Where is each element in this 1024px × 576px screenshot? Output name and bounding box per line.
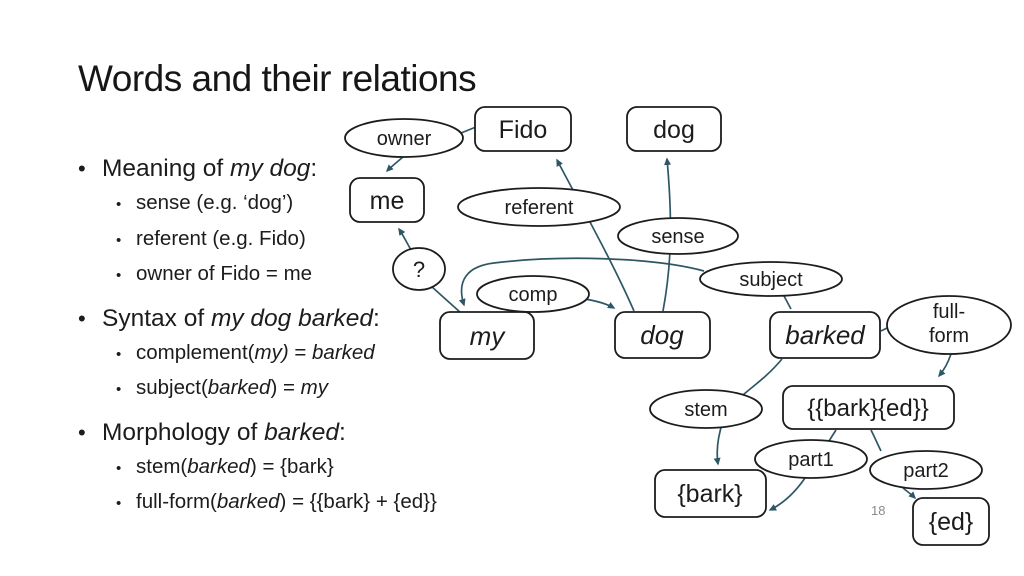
edge-part2-to-ed-arrow bbox=[902, 487, 917, 500]
node-ed: {ed} bbox=[912, 497, 990, 546]
svg-text:{{bark}{ed}}: {{bark}{ed}} bbox=[807, 395, 928, 422]
node-barked: barked bbox=[769, 311, 881, 359]
bullet-line: •stem(barked) = {bark} bbox=[78, 450, 538, 486]
bullet-line: •complement(my) = barked bbox=[78, 336, 538, 372]
bullet-icon: • bbox=[78, 305, 86, 331]
svg-text:{ed}: {ed} bbox=[929, 508, 974, 536]
bullet-line: •full-form(barked) = {{bark} + {ed}} bbox=[78, 485, 538, 521]
bullet-line: •Morphology of barked: bbox=[78, 416, 538, 450]
svg-text:{bark}: {bark} bbox=[677, 480, 742, 508]
bullet-line: •Meaning of my dog: bbox=[78, 152, 538, 186]
bullet-line: •subject(barked) = my bbox=[78, 371, 538, 407]
node-dog-word: dog bbox=[614, 311, 711, 359]
svg-text:part1: part1 bbox=[788, 449, 834, 471]
svg-text:dog: dog bbox=[653, 116, 695, 144]
node-my: my bbox=[439, 311, 535, 360]
edge-fido-owner bbox=[460, 126, 477, 134]
edge-fullform-to-barkedfull-arrow bbox=[938, 353, 952, 378]
edge-subject-barked bbox=[783, 295, 792, 310]
svg-text:form: form bbox=[929, 325, 969, 347]
bullet-icon: • bbox=[78, 156, 86, 181]
svg-text:part2: part2 bbox=[903, 460, 949, 482]
bullet-icon: • bbox=[78, 419, 86, 445]
bullet-line: •referent (e.g. Fido) bbox=[78, 222, 538, 258]
svg-text:?: ? bbox=[413, 257, 425, 282]
svg-text:subject: subject bbox=[739, 269, 803, 291]
relation-referent: referent bbox=[457, 187, 621, 227]
node-fido: Fido bbox=[474, 106, 572, 152]
node-barked-fullform: {{bark}{ed}} bbox=[782, 385, 955, 430]
relation-unknown: ? bbox=[392, 247, 446, 291]
edge-barked-fullform bbox=[880, 327, 888, 332]
node-me: me bbox=[349, 177, 425, 223]
svg-text:me: me bbox=[370, 187, 405, 215]
edge-unknown-to-me-arrow bbox=[398, 227, 412, 251]
node-dog-concept: dog bbox=[626, 106, 722, 152]
relation-owner: owner bbox=[344, 118, 464, 158]
svg-text:barked: barked bbox=[785, 320, 866, 350]
bullet-list: •Meaning of my dog:•sense (e.g. ‘dog’)•r… bbox=[78, 152, 538, 521]
svg-text:comp: comp bbox=[509, 284, 558, 306]
edge-comp-to-dog-arrow bbox=[584, 298, 616, 309]
edge-barkedfull-part2 bbox=[870, 429, 882, 452]
svg-text:referent: referent bbox=[505, 197, 574, 219]
bullet-line: •Syntax of my dog barked: bbox=[78, 302, 538, 336]
relation-part1: part1 bbox=[754, 439, 868, 479]
edge-barkedfull-part1 bbox=[828, 429, 837, 442]
svg-text:dog: dog bbox=[640, 320, 684, 350]
svg-text:full-: full- bbox=[933, 301, 965, 323]
edge-subject-to-my-arrow bbox=[458, 257, 705, 307]
svg-text:sense: sense bbox=[651, 226, 704, 248]
page-number: 18 bbox=[871, 503, 886, 518]
slide-title: Words and their relations bbox=[78, 58, 477, 99]
svg-text:owner: owner bbox=[377, 128, 432, 150]
relation-full-form: full- form bbox=[886, 295, 1012, 355]
bullet-icon: • bbox=[116, 231, 122, 249]
relation-comp: comp bbox=[476, 275, 590, 313]
bullet-icon: • bbox=[116, 459, 122, 477]
edge-part1-to-bark-arrow bbox=[768, 477, 806, 511]
bullet-icon: • bbox=[116, 381, 122, 398]
node-bark: {bark} bbox=[654, 469, 767, 518]
edge-referent-to-fido-arrow bbox=[556, 158, 635, 312]
edge-unknown-my bbox=[430, 285, 462, 314]
relation-stem: stem bbox=[649, 389, 763, 429]
svg-text:my: my bbox=[470, 321, 507, 351]
relation-sense: sense bbox=[617, 217, 739, 255]
bullet-icon: • bbox=[116, 345, 122, 363]
relation-subject: subject bbox=[699, 261, 843, 297]
bullet-line: •owner of Fido = me bbox=[78, 257, 538, 293]
svg-text:stem: stem bbox=[684, 399, 727, 421]
bullet-icon: • bbox=[116, 267, 122, 284]
relation-part2: part2 bbox=[869, 450, 983, 490]
bullet-icon: • bbox=[116, 196, 122, 213]
svg-text:Fido: Fido bbox=[499, 116, 548, 144]
bullet-icon: • bbox=[116, 495, 122, 512]
bullet-line: •sense (e.g. ‘dog’) bbox=[78, 186, 538, 222]
edge-owner-to-me-arrow bbox=[385, 156, 404, 173]
